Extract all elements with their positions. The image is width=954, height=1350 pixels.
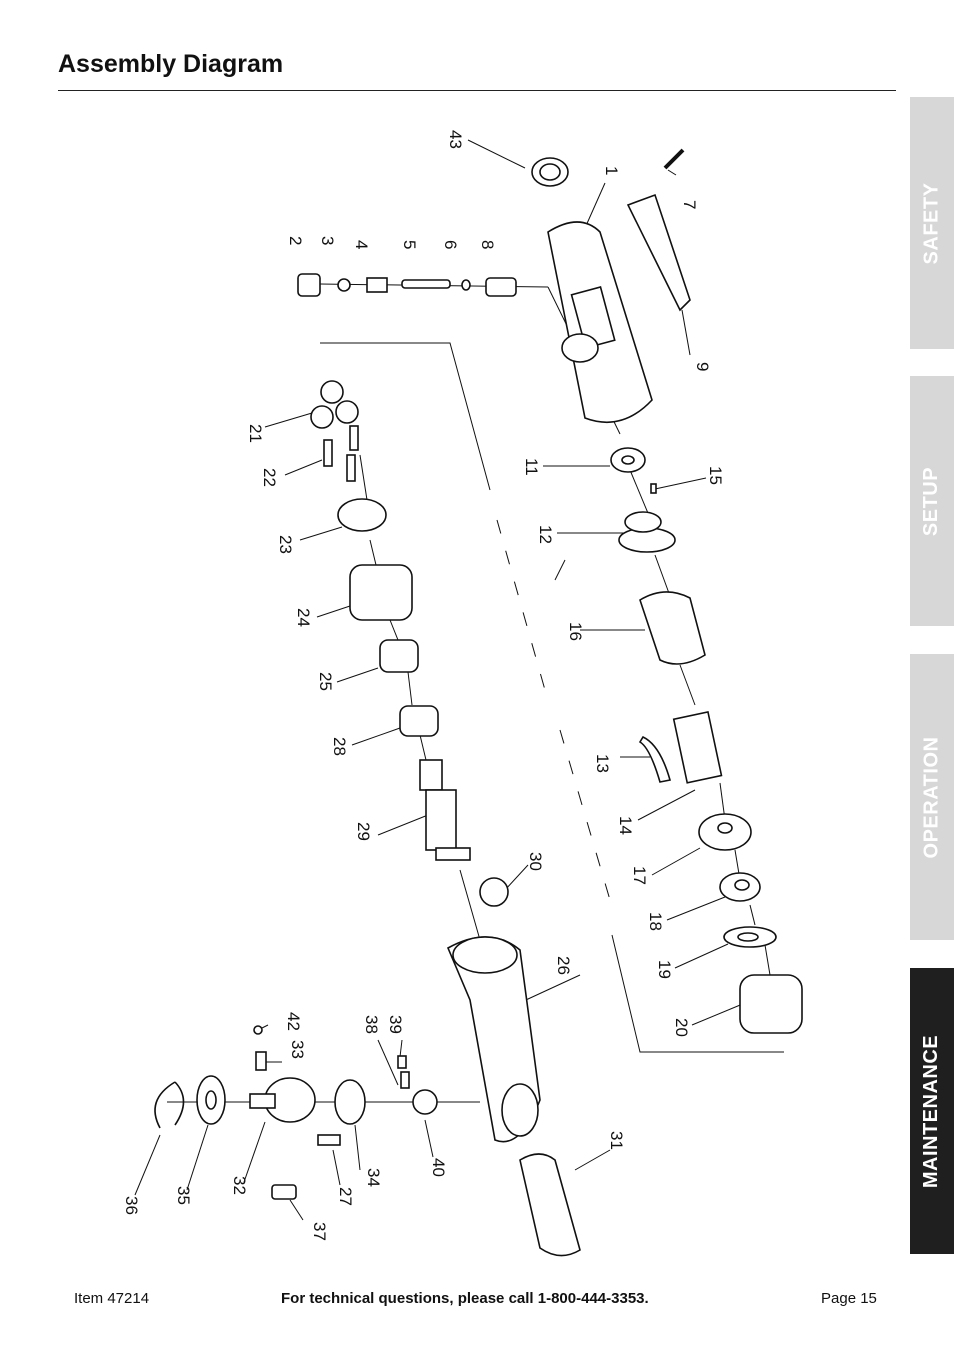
part-number: 25: [316, 672, 335, 691]
part-number: 15: [706, 466, 725, 485]
part-number: 26: [554, 956, 573, 975]
part-number: 16: [566, 622, 585, 641]
part-number: 6: [441, 240, 460, 249]
part-number: 30: [526, 852, 545, 871]
part-number: 17: [630, 866, 649, 885]
part-number: 1: [602, 166, 621, 175]
title-rule: [58, 90, 896, 91]
part-number: 2: [286, 236, 305, 245]
part-number: 21: [246, 424, 265, 443]
part-number: 11: [522, 458, 541, 476]
part-number: 36: [122, 1196, 141, 1215]
tab-maintenance[interactable]: MAINTENANCE: [910, 968, 954, 1254]
part-number: 38: [362, 1015, 381, 1034]
page-title: Assembly Diagram: [58, 50, 284, 78]
part-number: 12: [536, 525, 555, 544]
part-number: 37: [310, 1222, 329, 1241]
part-number: 27: [336, 1187, 355, 1206]
part-number: 19: [655, 960, 674, 979]
part-number: 23: [276, 535, 295, 554]
part-number: 8: [478, 240, 497, 249]
part-number: 3: [318, 236, 337, 245]
part-number: 14: [616, 816, 635, 835]
part-number: 34: [364, 1168, 383, 1187]
tab-safety[interactable]: SAFETY: [910, 97, 954, 349]
part-number: 32: [230, 1176, 249, 1195]
page-number: Page 15: [821, 1290, 877, 1307]
part-number: 18: [646, 912, 665, 931]
part-number: 43: [446, 130, 465, 149]
part-number: 5: [400, 240, 419, 249]
tab-operation[interactable]: OPERATION: [910, 654, 954, 940]
part-number: 31: [607, 1131, 626, 1150]
item-number: Item 47214: [74, 1290, 150, 1307]
part-number: 9: [693, 362, 712, 371]
part-number: 7: [680, 200, 699, 209]
part-number: 29: [354, 822, 373, 841]
part-number: 4: [352, 240, 371, 249]
part-number: 35: [174, 1186, 193, 1205]
part-number: 13: [593, 754, 612, 773]
part-number: 40: [429, 1158, 448, 1177]
part-number: 24: [294, 608, 313, 627]
part-number: 20: [672, 1018, 691, 1037]
part-number: 39: [386, 1015, 405, 1034]
support-text: For technical questions, please call 1-8…: [281, 1290, 649, 1307]
part-number: 22: [260, 468, 279, 487]
part-number: 28: [330, 737, 349, 756]
tab-setup[interactable]: SETUP: [910, 376, 954, 626]
part-number: 42: [284, 1012, 303, 1031]
part-number: 33: [288, 1040, 307, 1059]
